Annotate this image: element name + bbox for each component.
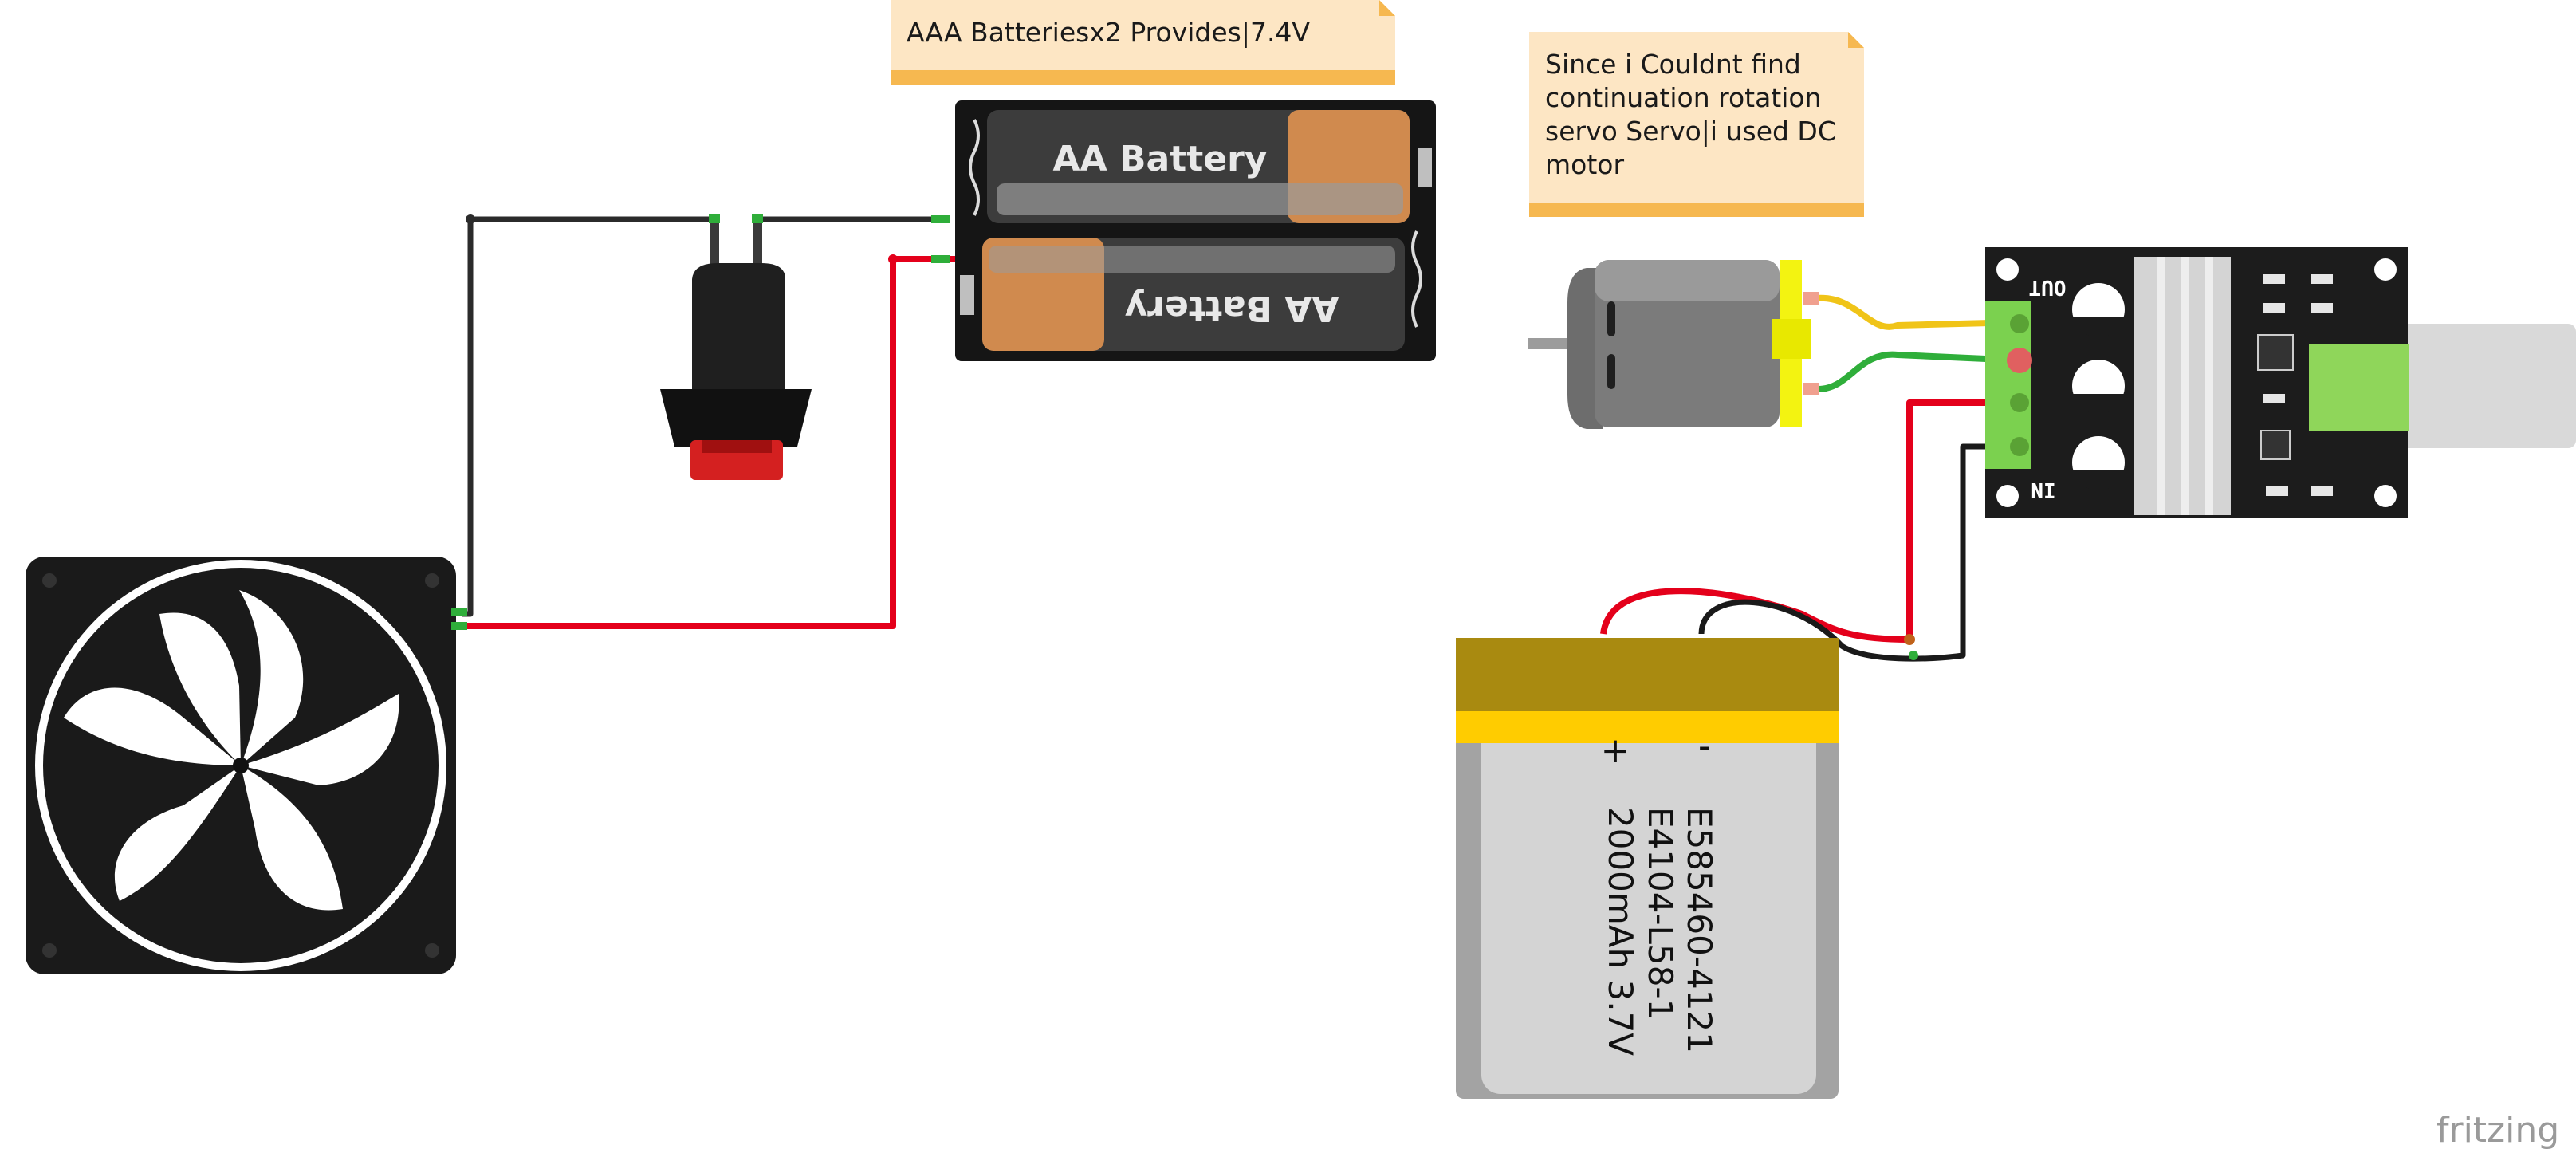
controller-knob <box>2392 324 2576 448</box>
holder-lead <box>931 215 950 223</box>
smd-ic <box>2257 334 2294 371</box>
battery-cell-shine <box>989 246 1395 273</box>
smd-resistor <box>2311 274 2333 284</box>
switch-body <box>692 263 785 391</box>
motor-body <box>1595 260 1780 427</box>
switch-pin <box>710 215 719 271</box>
switch-pin-tip <box>709 214 720 223</box>
note-band <box>891 70 1395 85</box>
pcb-mount-hole <box>1996 485 2019 507</box>
heatsink-fin <box>2205 257 2213 515</box>
battery-note-text: AAA Batteriesx2 Provides|7.4V <box>907 17 1310 48</box>
heatsink-fin <box>2181 257 2189 515</box>
controller-in-label: IN <box>2031 478 2055 502</box>
smd-ic <box>2260 430 2291 460</box>
wire-red-lipo-to-in[interactable] <box>1600 399 2021 643</box>
lipo-label-line-1: E585460-4121 <box>1680 807 1719 1053</box>
battery-cell-label-bottom: AA Battery <box>1125 288 1339 329</box>
holder-spring <box>969 119 980 216</box>
motor-tab <box>1772 319 1811 359</box>
fan-screw-hole <box>42 943 57 958</box>
wire-end-dot <box>466 214 475 224</box>
note-band <box>1529 203 1864 217</box>
pwm-speed-controller[interactable]: OUT IN <box>1985 247 2576 518</box>
motor-slot <box>1607 301 1615 336</box>
cooling-fan[interactable] <box>26 557 467 974</box>
note-background <box>891 0 1395 85</box>
wire-end-dot <box>1904 634 1915 645</box>
fan-terminal <box>451 608 467 616</box>
capacitor-mark <box>2073 394 2124 414</box>
wire-yellow-motor-to-out[interactable] <box>1815 294 2022 330</box>
switch-pin <box>753 215 762 271</box>
controller-out-label: OUT <box>2029 275 2067 299</box>
switch-bezel <box>660 389 812 447</box>
fan-hub <box>233 758 249 773</box>
wire-black-lipo-to-in[interactable] <box>1698 443 2021 662</box>
wire-red-battery-to-fan[interactable] <box>462 256 961 629</box>
terminal-screw <box>2010 393 2029 412</box>
lipo-battery[interactable]: + - E585460-4121 E4104-L58-1 2000mAh 3.7… <box>1456 638 1839 1099</box>
terminal-screw <box>2010 437 2029 456</box>
smd-resistor <box>2263 303 2285 313</box>
lipo-label-line-2: E4104-L58-1 <box>1641 807 1680 1020</box>
battery-note[interactable]: AAA Batteriesx2 Provides|7.4V <box>891 0 1395 85</box>
servo-note-line: servo Servo|i used DC <box>1545 116 1836 147</box>
smd-resistor <box>2311 303 2333 313</box>
capacitor-mark <box>2073 317 2124 337</box>
fan-screw-hole <box>425 573 439 588</box>
pcb-mount-hole <box>1996 258 2019 281</box>
potentiometer <box>2309 344 2409 431</box>
push-switch[interactable] <box>660 214 812 480</box>
servo-note-line: motor <box>1545 149 1624 180</box>
fan-screw-hole <box>425 943 439 958</box>
servo-note-line: Since i Couldnt find <box>1545 49 1801 80</box>
fan-screw-hole <box>42 573 57 588</box>
note-background <box>1529 32 1864 217</box>
smd-resistor <box>2263 274 2285 284</box>
holder-contact <box>1418 148 1432 187</box>
battery-cell-label-top: AA Battery <box>1053 139 1268 179</box>
dc-motor[interactable] <box>1528 260 1819 429</box>
motor-shaft <box>1528 338 1572 349</box>
wire-green-motor-to-out[interactable] <box>1815 351 2022 393</box>
lipo-face <box>1481 643 1816 1094</box>
lipo-label-line-3: 2000mAh 3.7V <box>1601 807 1640 1056</box>
lipo-top-yellow <box>1456 711 1839 743</box>
battery-cell-shine <box>997 183 1403 215</box>
terminal-screw <box>2007 348 2032 373</box>
fritzing-logo: fritzing <box>2436 1110 2559 1151</box>
motor-highlight <box>1595 260 1780 301</box>
servo-note-line: continuation rotation <box>1545 82 1822 113</box>
pcb-mount-hole <box>2374 485 2397 507</box>
switch-button-shade <box>702 440 772 453</box>
holder-contact <box>960 275 974 315</box>
battery-holder[interactable]: AA Battery AA Battery <box>931 100 1436 361</box>
lipo-top-gold <box>1456 638 1839 711</box>
smd-resistor <box>2263 394 2285 403</box>
capacitor-mark <box>2073 470 2124 490</box>
lipo-plus-sign: + <box>1601 730 1630 771</box>
motor-slot <box>1607 354 1615 389</box>
holder-lead <box>931 255 950 263</box>
switch-pin-tip <box>752 214 763 223</box>
wire-end-dot <box>888 254 898 264</box>
fan-terminal <box>451 622 467 630</box>
wire-end-dot <box>1909 651 1918 660</box>
heatsink-fin <box>2157 257 2165 515</box>
lipo-minus-sign: - <box>1698 726 1711 766</box>
motor-terminal <box>1803 292 1819 305</box>
motor-terminal <box>1803 383 1819 395</box>
holder-spring <box>1411 230 1422 328</box>
terminal-screw <box>2010 314 2029 333</box>
fan-blades <box>64 590 399 911</box>
note-fold <box>1379 0 1395 16</box>
motor-end-cap <box>1567 268 1603 429</box>
note-fold <box>1848 32 1864 48</box>
pcb-mount-hole <box>2374 258 2397 281</box>
smd-resistor <box>2311 486 2333 496</box>
servo-note[interactable]: Since i Couldnt find continuation rotati… <box>1529 32 1864 217</box>
smd-resistor <box>2266 486 2288 496</box>
